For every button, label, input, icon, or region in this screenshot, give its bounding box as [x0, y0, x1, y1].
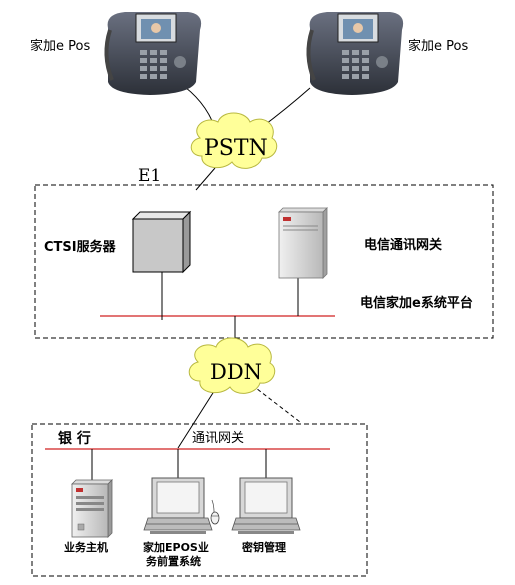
- epos-frontend-label-line1: 家加EPOS业: [143, 541, 209, 554]
- phone-left-label: 家加e Pos: [30, 39, 91, 54]
- epos-frontend-label-line2: 务前置系统: [146, 555, 201, 568]
- e1-label: E1: [138, 166, 162, 186]
- ddn-label: DDN: [210, 360, 263, 384]
- platform-box: [34, 184, 494, 339]
- business-host-label: 业务主机: [64, 541, 108, 554]
- telecom-gateway-label: 电信通讯网关: [364, 238, 443, 253]
- bank-box: [31, 423, 368, 577]
- phone-left-icon: [104, 12, 202, 95]
- bank-gateway-label: 通讯网关: [192, 431, 245, 446]
- ddn-gateway-link: [251, 384, 301, 423]
- bank-label: 银 行: [58, 431, 91, 447]
- pstn-cloud: [190, 112, 278, 169]
- phone-right-icon: [306, 12, 404, 95]
- epos-frontend-pc-icon: [143, 477, 220, 534]
- ctsi-server-label: CTSI服务器: [44, 240, 116, 255]
- phone-right-label: 家加e Pos: [408, 39, 469, 54]
- key-management-pc-icon: [231, 477, 301, 534]
- business-host-icon: [71, 479, 113, 538]
- key-management-label: 密钥管理: [242, 541, 286, 554]
- platform-name-label: 电信家加e系统平台: [360, 296, 473, 311]
- ctsi-server-icon: [131, 210, 192, 274]
- e1-link: [195, 167, 216, 191]
- pstn-label: PSTN: [204, 136, 268, 161]
- ddn-bank-link: [177, 384, 219, 449]
- ddn-cloud: [188, 337, 276, 394]
- telecom-gateway-icon: [278, 207, 328, 279]
